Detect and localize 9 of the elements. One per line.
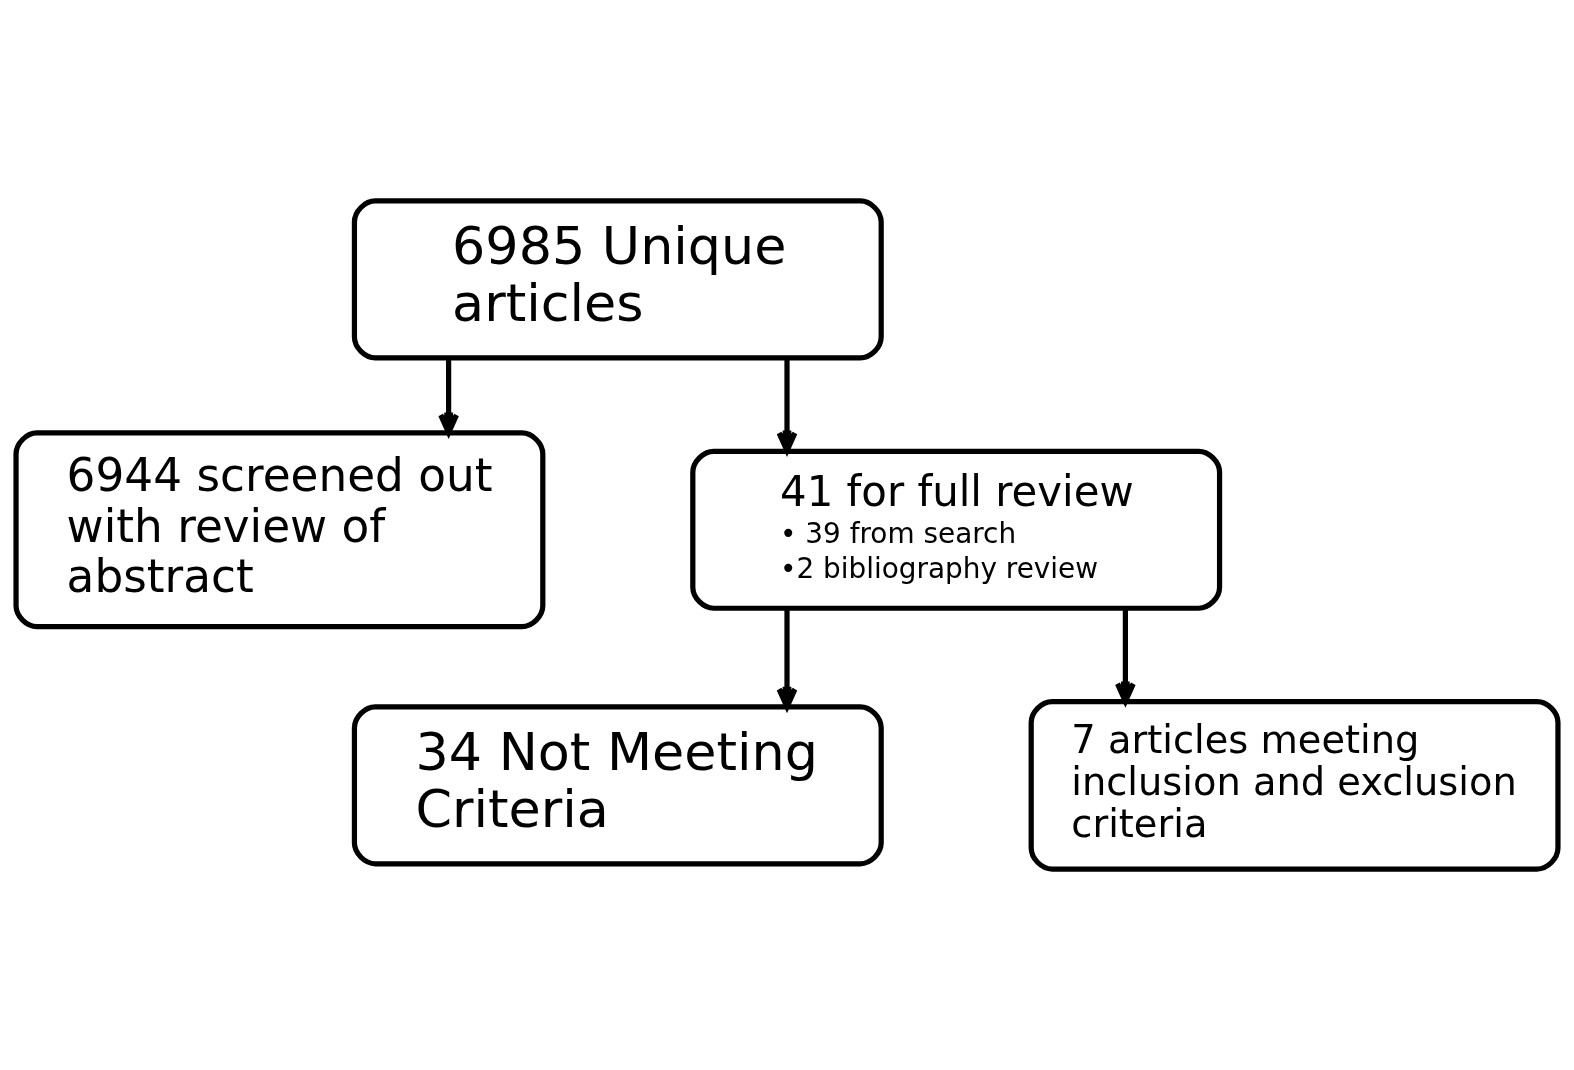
node-box: 6985 Unique articles: [351, 198, 884, 361]
arrow: [1114, 608, 1136, 705]
arrow: [438, 358, 460, 436]
node-box: 41 for full review • 39 from search •2 bibliography review: [690, 448, 1223, 611]
arrow: [776, 358, 798, 454]
arrow: [776, 608, 798, 710]
node-box: 7 articles meeting inclusion and exclusion criteria: [1028, 698, 1561, 872]
node-box: 6944 screened out with review of abstract: [13, 430, 546, 630]
node-box: 34 Not Meeting Criteria: [351, 704, 884, 867]
